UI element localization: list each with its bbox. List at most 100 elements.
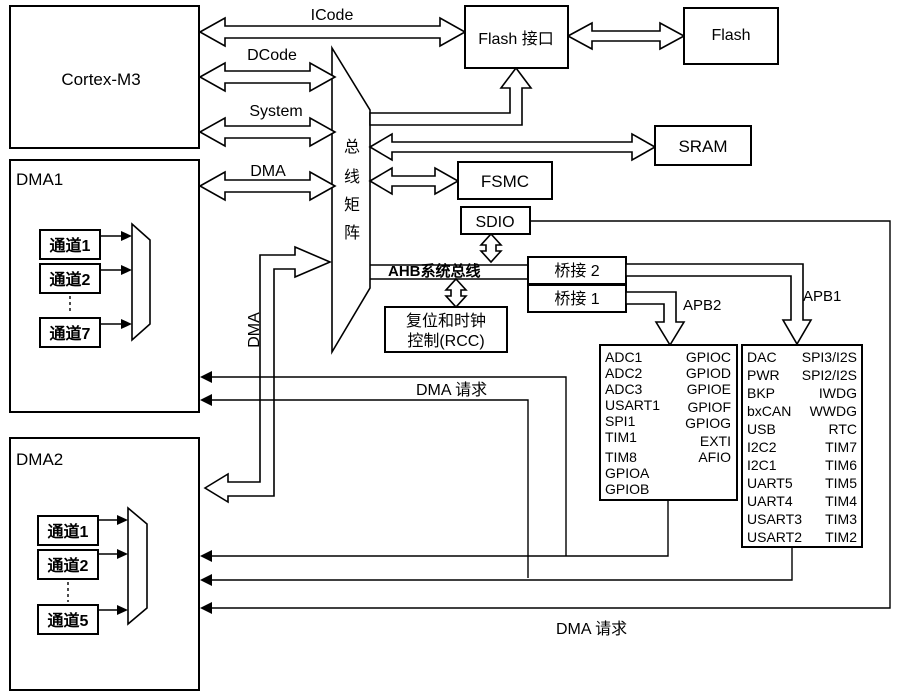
dma1-channel-2	[39, 263, 101, 294]
cortex-m3-label: Cortex-M3	[61, 70, 140, 89]
dcode-label: DCode	[247, 47, 297, 64]
dma1-channel-arrows	[100, 231, 132, 329]
apb1-item: TIM6	[825, 457, 857, 473]
bridge1-box	[527, 284, 627, 313]
apb2-left-list: ADC1 ADC2 ADC3 USART1 SPI1 TIM1 TIM8 GPI…	[605, 349, 660, 497]
flash-label: Flash	[711, 27, 750, 44]
apb1-item: UART4	[747, 493, 793, 509]
rcc-label-line1: 复位和时钟	[406, 312, 486, 330]
apb1-peripherals-box	[741, 344, 863, 548]
system-label: System	[249, 103, 302, 120]
apb2-item: EXTI	[700, 433, 731, 449]
fsmc-box	[457, 161, 553, 200]
dma1-channel-7	[39, 317, 101, 348]
apb2-item: GPIOF	[687, 399, 731, 415]
ahb-label: AHB系统总线	[388, 262, 481, 280]
cortex-m3-box	[9, 5, 200, 149]
apb2-item: USART1	[605, 397, 660, 413]
bus-matrix-label: 总 线 矩 阵	[344, 138, 360, 242]
apb2-item: GPIOE	[687, 381, 731, 397]
apb1-item: USART2	[747, 529, 802, 545]
sram-label: SRAM	[678, 137, 727, 156]
dma-bus-arrow	[198, 170, 337, 202]
dma-request-label-1: DMA 请求	[416, 381, 487, 399]
bridge1-label: 桥接 1	[554, 290, 599, 308]
dma-vertical-bus	[203, 245, 333, 504]
apb1-item: BKP	[747, 385, 775, 401]
apb1-item: SPI2/I2S	[802, 367, 857, 383]
dma-vertical-label: DMA	[246, 312, 263, 348]
apb1-item: bxCAN	[747, 403, 791, 419]
apb1-item: DAC	[747, 349, 777, 365]
apb1-item: UART5	[747, 475, 793, 491]
apb2-item: GPIOC	[686, 349, 731, 365]
apb2-item: ADC1	[605, 349, 643, 365]
dma1-arbiter-mux	[131, 222, 151, 342]
bus-matrix	[331, 45, 371, 355]
apb1-label: APB1	[803, 288, 841, 305]
bus-matrix-char-3: 矩	[344, 196, 360, 214]
dma-request-lines	[200, 220, 891, 614]
flash-interface-box	[464, 5, 569, 69]
rcc-label-line2: 控制(RCC)	[407, 332, 484, 350]
dma1-channel-1	[39, 229, 101, 260]
system-bus-arrow	[198, 116, 337, 148]
apb1-item: I2C1	[747, 457, 777, 473]
matrix-to-flash-interface-arrow	[369, 66, 533, 126]
apb1-item: PWR	[747, 367, 780, 383]
dma-label: DMA	[250, 163, 286, 180]
apb1-item: TIM3	[825, 511, 857, 527]
dma2-channel-1	[37, 515, 99, 546]
matrix-to-sram-arrow	[368, 132, 657, 162]
matrix-to-fsmc-arrow	[368, 166, 460, 196]
dma2-channel-5	[37, 604, 99, 635]
apb1-item: WWDG	[810, 403, 857, 419]
ahb-to-rcc-arrow	[444, 277, 468, 309]
sdio-to-ahb-arrow	[479, 232, 503, 264]
dma2-title: DMA2	[16, 450, 63, 469]
dma2-channel-2-label: 通道2	[48, 556, 89, 575]
sdio-box	[460, 206, 531, 235]
dma2-channel-arrows	[98, 515, 128, 615]
apb2-item: GPIOD	[686, 365, 731, 381]
apb1-item: I2C2	[747, 439, 777, 455]
dma1-channel-7-label: 通道7	[50, 324, 91, 343]
apb2-item: SPI1	[605, 413, 636, 429]
apb2-label: APB2	[683, 297, 721, 314]
apb2-item: TIM8	[605, 449, 637, 465]
apb1-item: TIM4	[825, 493, 857, 509]
flash-interface-to-flash-arrow	[566, 21, 686, 51]
apb1-item: TIM2	[825, 529, 857, 545]
bus-matrix-char-1: 总	[344, 138, 360, 156]
dma2-channel-1-label: 通道1	[48, 522, 89, 541]
apb2-item: GPIOA	[605, 465, 650, 481]
sdio-label: SDIO	[475, 214, 514, 231]
apb2-item: ADC3	[605, 381, 643, 397]
apb2-peripherals-box	[599, 344, 738, 501]
dma-request-label-2: DMA 请求	[556, 620, 627, 638]
apb1-item: RTC	[828, 421, 857, 437]
apb1-item: SPI3/I2S	[802, 349, 857, 365]
bridge2-label: 桥接 2	[554, 262, 599, 280]
bus-matrix-char-2: 线	[344, 168, 360, 186]
icode-label: ICode	[311, 7, 354, 24]
apb2-right-list: GPIOC GPIOD GPIOE GPIOF GPIOG EXTI AFIO	[685, 349, 731, 465]
apb1-item: USB	[747, 421, 776, 437]
dma2-channel-2	[37, 549, 99, 580]
apb1-item: IWDG	[819, 385, 857, 401]
apb2-item: ADC2	[605, 365, 643, 381]
dma2-arbiter-mux	[127, 506, 148, 626]
bridge1-to-apb2-arrow	[625, 291, 686, 347]
apb1-item: TIM7	[825, 439, 857, 455]
dma1-box	[9, 159, 200, 413]
sram-box	[654, 125, 752, 166]
flash-interface-label: Flash 接口	[478, 30, 554, 48]
rcc-box	[384, 306, 508, 353]
apb1-item: TIM5	[825, 475, 857, 491]
flash-box	[683, 7, 779, 65]
apb2-item: GPIOG	[685, 415, 731, 431]
bus-matrix-char-4: 阵	[344, 224, 360, 242]
apb2-item: GPIOB	[605, 481, 649, 497]
apb1-left-list: DAC PWR BKP bxCAN USB I2C2 I2C1 UART5 UA…	[747, 349, 802, 545]
dma1-channel-1-label: 通道1	[50, 236, 91, 255]
